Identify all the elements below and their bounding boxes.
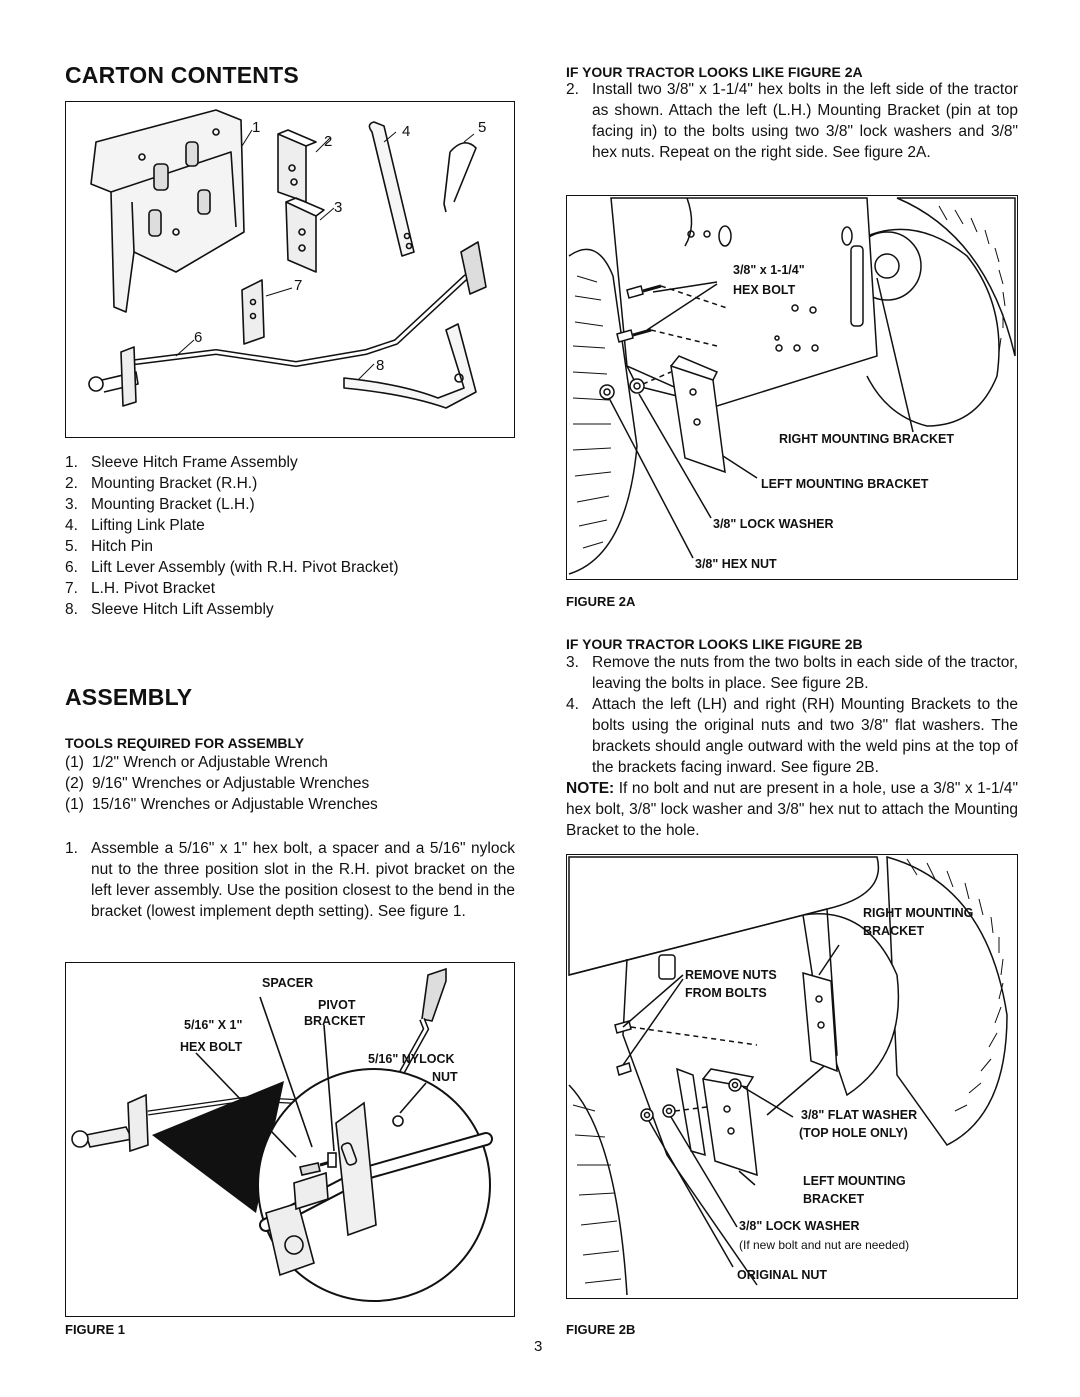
carton-contents-heading: CARTON CONTENTS <box>65 62 299 88</box>
heading-figure-2a: IF YOUR TRACTOR LOOKS LIKE FIGURE 2A <box>566 64 863 80</box>
list-item: 3.Remove the nuts from the two bolts in … <box>566 654 1018 692</box>
figure-2a-illustration: 3/8" x 1-1/4" HEX BOLT RIGHT MOUNTING BR… <box>566 195 1018 580</box>
carton-contents-figure: 1 2 3 4 5 6 7 8 <box>65 101 515 438</box>
note-label: NOTE: <box>566 780 615 797</box>
from-bolts-label: FROM BOLTS <box>685 986 767 1000</box>
list-item: 1.Sleeve Hitch Frame Assembly <box>65 454 298 471</box>
nut-label: NUT <box>432 1070 458 1084</box>
callout-1: 1 <box>252 119 260 136</box>
list-item: 7.L.H. Pivot Bracket <box>65 580 216 597</box>
callout-6: 6 <box>194 329 202 346</box>
assembly-heading: ASSEMBLY <box>65 684 193 710</box>
lock-washer-label: 3/8" LOCK WASHER <box>713 517 834 531</box>
list-item: 4.Lifting Link Plate <box>65 517 205 534</box>
list-item: (1)1/2" Wrench or Adjustable Wrench <box>65 754 328 771</box>
lh-bracket-drawing <box>285 197 325 273</box>
list-item: 2.Install two 3/8" x 1-1/4" hex bolts in… <box>566 81 1018 161</box>
callout-7: 7 <box>294 277 302 294</box>
callout-5: 5 <box>478 119 486 136</box>
heading-figure-2b: IF YOUR TRACTOR LOOKS LIKE FIGURE 2B <box>566 636 863 652</box>
lh-pivot-bracket-drawing <box>241 279 265 345</box>
figure-2b-caption: FIGURE 2B <box>566 1322 636 1337</box>
list-item: 6.Lift Lever Assembly (with R.H. Pivot B… <box>65 559 399 576</box>
list-item: 2.Mounting Bracket (R.H.) <box>65 475 258 492</box>
note-paragraph: NOTE: If no bolt and nut are present in … <box>566 778 1018 841</box>
tools-heading: TOOLS REQUIRED FOR ASSEMBLY <box>65 735 305 751</box>
hitch-pin-drawing <box>443 142 477 213</box>
lock-washer-label: 3/8" LOCK WASHER <box>739 1219 860 1233</box>
right-mounting-bracket-label: RIGHT MOUNTING BRACKET <box>779 432 954 446</box>
flat-washer-label: 3/8" FLAT WASHER <box>801 1108 917 1122</box>
list-item: (2)9/16" Wrenches or Adjustable Wrenches <box>65 775 370 792</box>
remove-nuts-label: REMOVE NUTS <box>685 968 777 982</box>
hex-bolt-label: HEX BOLT <box>733 283 796 297</box>
list-item: 1.Assemble a 5/16" x 1" hex bolt, a spac… <box>65 840 515 920</box>
step-2: 2.Install two 3/8" x 1-1/4" hex bolts in… <box>566 79 1018 163</box>
sleeve-hitch-frame-drawing <box>90 109 245 313</box>
pivot-label: PIVOT <box>318 998 356 1012</box>
list-item: 5.Hitch Pin <box>65 538 154 555</box>
figure-1-caption: FIGURE 1 <box>65 1322 125 1337</box>
left-mounting-label: LEFT MOUNTING <box>803 1174 906 1188</box>
list-item: (1)15/16" Wrenches or Adjustable Wrenche… <box>65 796 378 813</box>
callout-4: 4 <box>402 123 410 140</box>
nylock-label: 5/16" NYLOCK <box>368 1052 455 1066</box>
sleeve-hitch-lift-drawing <box>343 323 477 409</box>
hex-nut-label: 3/8" HEX NUT <box>695 557 777 571</box>
callout-3: 3 <box>334 199 342 216</box>
bracket-label: BRACKET <box>304 1014 365 1028</box>
list-item: 8.Sleeve Hitch Lift Assembly <box>65 601 274 618</box>
note-text: If no bolt and nut are present in a hole… <box>566 780 1018 839</box>
callout-2: 2 <box>324 133 332 150</box>
bolt-size-label: 5/16" X 1" <box>184 1018 242 1032</box>
lift-lever-drawing <box>88 241 487 407</box>
list-item: 4.Attach the left (LH) and right (RH) Mo… <box>566 696 1018 776</box>
list-item: 3.Mounting Bracket (L.H.) <box>65 496 255 513</box>
steps-3-4: 3.Remove the nuts from the two bolts in … <box>566 652 1018 778</box>
spacer-label: SPACER <box>262 976 313 990</box>
top-hole-label: (TOP HOLE ONLY) <box>799 1126 908 1140</box>
step-1: 1.Assemble a 5/16" x 1" hex bolt, a spac… <box>65 838 515 922</box>
parts-list: 1.Sleeve Hitch Frame Assembly 2.Mounting… <box>65 452 515 620</box>
original-nut-label: ORIGINAL NUT <box>737 1268 827 1282</box>
if-new-label: (If new bolt and nut are needed) <box>739 1238 909 1252</box>
bolt-size-label: 3/8" x 1-1/4" <box>733 263 805 277</box>
hex-bolt-label: HEX BOLT <box>180 1040 243 1054</box>
rh-bracket-drawing <box>277 129 317 203</box>
left-mounting-bracket-label: LEFT MOUNTING BRACKET <box>761 477 929 491</box>
figure-2b-illustration: RIGHT MOUNTING BRACKET REMOVE NUTS FROM … <box>566 854 1018 1299</box>
page-number: 3 <box>534 1338 543 1355</box>
tools-list: (1)1/2" Wrench or Adjustable Wrench (2)9… <box>65 752 515 815</box>
left-bracket-label: BRACKET <box>803 1192 864 1206</box>
figure-2a-caption: FIGURE 2A <box>566 594 636 609</box>
callout-8: 8 <box>376 357 384 374</box>
right-bracket-label: BRACKET <box>863 924 924 938</box>
right-mounting-label: RIGHT MOUNTING <box>863 906 973 920</box>
lifting-link-plate-drawing <box>368 121 415 257</box>
figure-1-illustration: SPACER PIVOT BRACKET 5/16" X 1" HEX BOLT… <box>65 962 515 1317</box>
